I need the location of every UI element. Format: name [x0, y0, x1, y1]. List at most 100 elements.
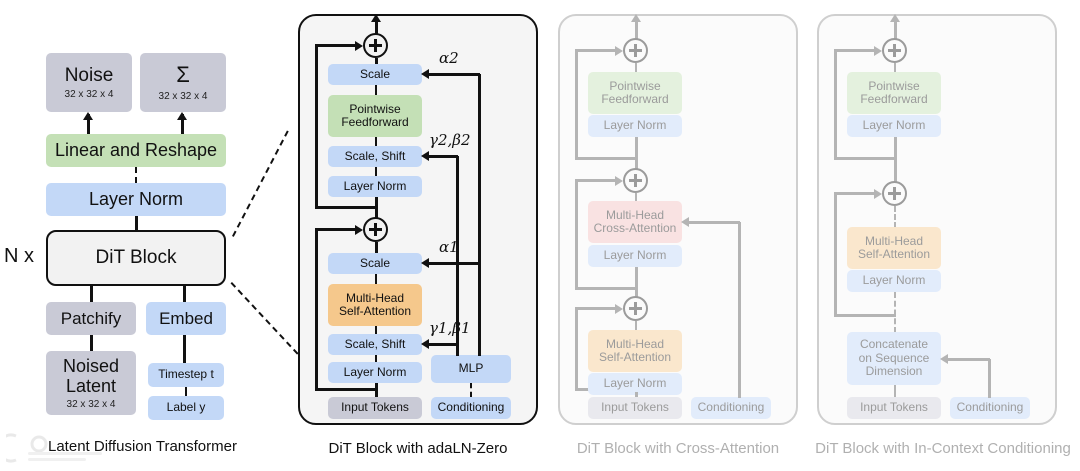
node-concat-label-1: Concatenate	[859, 337, 929, 352]
node-multi-head-cross-attention: Multi-Head Cross-Attention	[588, 201, 682, 243]
node-noise: Noise 32 x 32 x 4	[46, 53, 132, 112]
node-layer-norm-2-label: Layer Norm	[343, 178, 407, 193]
node-scale-shift-1: Scale, Shift	[328, 334, 422, 355]
arrowhead-gamma2	[421, 151, 429, 161]
node-mhca-label-1: Multi-Head	[605, 207, 665, 222]
residual-skip-2-vertical	[575, 179, 578, 289]
connector-block-output	[375, 18, 378, 46]
node-layer-norm-1: Layer Norm	[847, 270, 941, 292]
node-concat-label-2: on Sequence	[858, 350, 930, 365]
connector-block-output	[894, 18, 897, 48]
plus-vertical-bar	[634, 174, 637, 187]
node-patchify: Patchify	[46, 302, 136, 335]
annotation-alpha1: α1	[439, 238, 459, 256]
modulation-gamma1-line	[429, 343, 458, 346]
node-label-y: Label y	[148, 396, 224, 420]
plus-vertical-bar	[634, 302, 637, 315]
residual-skip-1-vertical	[834, 192, 837, 316]
arrowhead-block-output	[890, 14, 900, 22]
node-layer-norm-3-label: Layer Norm	[603, 118, 667, 133]
node-input-tokens-label: Input Tokens	[860, 400, 928, 415]
node-conditioning: Conditioning	[950, 397, 1030, 419]
node-input-tokens: Input Tokens	[588, 397, 682, 419]
connector-plus1-to-ln2	[894, 137, 897, 184]
panel-adaln-zero: Scale Pointwise Feedforward Scale, Shift…	[293, 0, 543, 471]
node-dit-block-label: DiT Block	[95, 247, 177, 269]
caption-adaln-zero: DiT Block with adaLN-Zero	[328, 440, 508, 457]
node-scale-1-label: Scale	[359, 255, 391, 270]
connector-inputtokens-to-concat	[894, 385, 896, 397]
node-scale-shift-1-label: Scale, Shift	[344, 336, 406, 351]
conditioning-bus-horizontal	[948, 358, 990, 361]
node-noise-shape: 32 x 32 x 4	[64, 89, 114, 101]
node-dit-block[interactable]: DiT Block	[46, 230, 226, 286]
node-pointwise-feedforward: Pointwise Feedforward	[588, 72, 682, 114]
connector-dit-to-layernorm	[135, 216, 138, 230]
add-node-bottom	[882, 181, 907, 206]
connector-timestep-to-embed	[183, 335, 186, 363]
arrowhead-conditioning-to-concat	[940, 354, 948, 364]
plus-vertical-bar	[893, 187, 896, 200]
connector-concat-to-ln1	[894, 292, 896, 333]
annotation-gamma1-beta1: γ1,β1	[429, 319, 471, 337]
arrowhead-residual-2	[874, 46, 882, 56]
connector-ff-to-plus3	[635, 63, 637, 73]
node-pointwise-feedforward: Pointwise Feedforward	[847, 72, 941, 114]
node-multi-head-self-attention: Multi-Head Self-Attention	[588, 330, 682, 372]
connector-ln1-to-scaleshift1	[375, 355, 377, 363]
modulation-alpha2-line	[429, 73, 480, 76]
caption-latent-diffusion-transformer: Latent Diffusion Transformer	[48, 438, 237, 455]
residual-skip-1-top	[575, 307, 619, 310]
connector-ln2-to-scaleshift2	[375, 167, 377, 177]
node-mlp-label: MLP	[458, 361, 484, 376]
connector-inputtokens-to-ln1	[375, 383, 378, 397]
node-embed: Embed	[146, 302, 226, 335]
node-conditioning-label: Conditioning	[956, 400, 1024, 415]
add-node-top	[882, 38, 907, 63]
conditioning-bus-horizontal	[689, 221, 740, 224]
node-layer-norm-out: Layer Norm	[46, 183, 226, 216]
arrowhead-alpha2	[421, 69, 429, 79]
residual-skip-2-top	[315, 44, 359, 47]
caption-in-context-conditioning: DiT Block with In-Context Conditioning	[815, 440, 1071, 457]
node-pointwise-feedforward-label-2: Feedforward	[860, 92, 928, 106]
node-sigma-shape: 32 x 32 x 4	[158, 90, 208, 102]
modulation-bus-vertical	[478, 74, 481, 356]
residual-skip-2-bottom	[575, 287, 637, 290]
node-noised-latent-label-1: Noised	[62, 355, 120, 376]
add-node-top	[363, 33, 388, 58]
residual-skip-1-vertical	[575, 307, 578, 390]
node-scale-2-label: Scale	[359, 66, 391, 81]
node-multi-head-self-attention: Multi-Head Self-Attention	[328, 284, 422, 326]
modulation-alpha1-line	[429, 262, 480, 265]
residual-skip-2-top	[575, 179, 619, 182]
add-node-bottom	[363, 217, 388, 242]
node-mhsa-label-2: Self-Attention	[857, 247, 931, 261]
annotation-alpha1-text: α1	[439, 238, 459, 256]
node-input-tokens: Input Tokens	[328, 397, 422, 419]
connector-label-to-timestep	[185, 387, 187, 396]
node-multi-head-self-attention: Multi-Head Self-Attention	[847, 227, 941, 269]
connector-linear-to-noise	[87, 114, 90, 134]
node-mhsa-label-2: Self-Attention	[338, 304, 412, 318]
node-sigma: Σ 32 x 32 x 4	[140, 53, 226, 112]
node-scale-2: Scale	[328, 64, 422, 85]
arrowhead-residual-2	[615, 176, 623, 186]
node-concat-label-3: Dimension	[865, 364, 923, 379]
plus-vertical-bar	[893, 44, 896, 57]
node-mhsa-label-2: Self-Attention	[598, 350, 672, 364]
plus-vertical-bar	[634, 44, 637, 57]
panel-cross-attention: Pointwise Feedforward Layer Norm Multi-H…	[553, 0, 803, 471]
modulation-gamma2-riser	[456, 156, 459, 356]
node-linear-and-reshape: Linear and Reshape	[46, 134, 226, 167]
node-mhsa-label-1: Multi-Head	[605, 336, 665, 351]
residual-skip-1-top	[834, 192, 878, 195]
node-pointwise-feedforward-label-1: Pointwise	[868, 78, 920, 93]
node-conditioning-label: Conditioning	[697, 400, 765, 415]
node-noised-latent: Noised Latent 32 x 32 x 4	[46, 351, 136, 415]
node-layer-norm-1: Layer Norm	[328, 362, 422, 383]
connector-layernorm-to-linear	[135, 167, 137, 183]
node-input-tokens-label: Input Tokens	[601, 400, 669, 415]
panel-in-context-conditioning: Pointwise Feedforward Layer Norm Multi-H…	[812, 0, 1074, 471]
connector-block-output	[635, 18, 638, 48]
